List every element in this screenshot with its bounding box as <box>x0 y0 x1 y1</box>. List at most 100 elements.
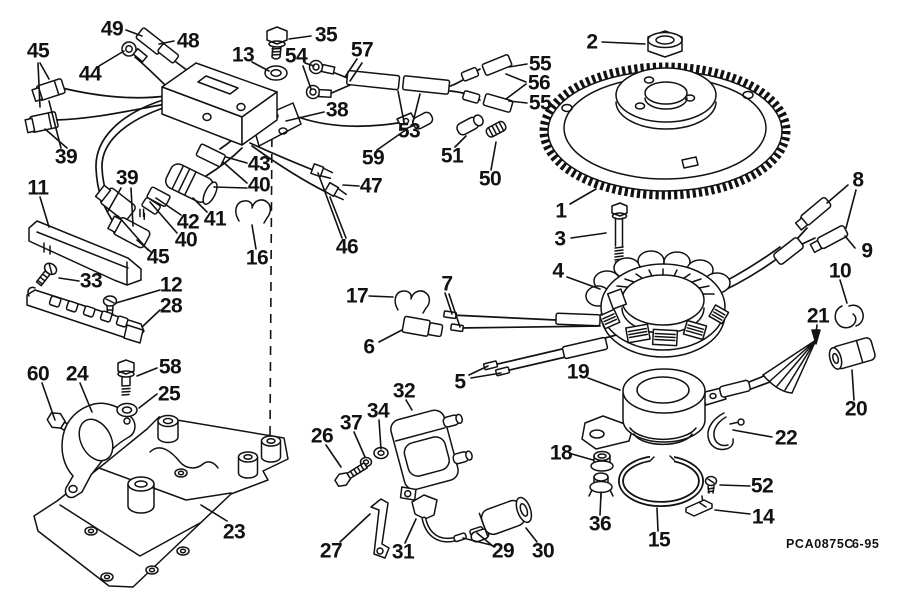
leader-line <box>454 135 467 148</box>
leader-line <box>851 369 855 401</box>
callout-42: 42 <box>177 211 199 234</box>
leader-line <box>349 62 363 82</box>
callout-55: 55 <box>529 92 552 115</box>
watermark-date: 6-95 <box>852 537 879 551</box>
connector-20 <box>828 337 876 370</box>
connector-plug-45b <box>24 111 59 134</box>
leader-line <box>304 62 315 67</box>
bracket-14 <box>685 499 713 517</box>
leader-line <box>714 509 751 515</box>
leader-line <box>470 372 502 379</box>
callout-4: 4 <box>552 260 564 283</box>
leader-line <box>508 63 528 68</box>
callout-11: 11 <box>27 177 49 200</box>
leader-line <box>213 186 248 189</box>
leader-line <box>37 62 41 108</box>
leader-line <box>815 324 818 334</box>
callout-32: 32 <box>393 380 415 403</box>
connector-plug-45a <box>31 78 66 103</box>
flywheel-keyway <box>681 156 699 169</box>
leader-line <box>130 187 134 227</box>
callout-21: 21 <box>807 305 830 328</box>
callout-39: 39 <box>55 146 77 169</box>
stator-bolt-boss <box>606 288 628 310</box>
leader-line <box>571 453 594 461</box>
callout-44: 44 <box>79 63 102 86</box>
flywheel-tab <box>742 90 754 100</box>
screw-33 <box>35 262 58 287</box>
callout-14: 14 <box>752 506 775 529</box>
wire-retainer-clip-10 <box>834 304 864 329</box>
callout-50: 50 <box>479 168 501 191</box>
callout-54: 54 <box>285 45 308 68</box>
callout-9: 9 <box>861 240 872 263</box>
grommet-36 <box>588 472 614 499</box>
leader-line <box>566 276 601 290</box>
callout-30: 30 <box>532 540 554 563</box>
callout-48: 48 <box>177 30 200 53</box>
leader-line <box>476 532 495 548</box>
leader-line <box>368 295 394 298</box>
leader-line <box>462 537 492 546</box>
leader-line <box>138 393 158 409</box>
callout-25: 25 <box>158 383 181 406</box>
leader-line <box>222 161 248 184</box>
retainer-clip-22 <box>707 412 745 451</box>
leader-line <box>325 444 342 468</box>
cover-strip-11 <box>28 220 142 286</box>
callout-49: 49 <box>101 18 123 41</box>
callout-10: 10 <box>829 260 851 283</box>
snap-ring <box>618 452 704 507</box>
rubber-mount-post <box>157 414 179 444</box>
leader-line <box>656 507 659 532</box>
callout-37: 37 <box>340 412 362 435</box>
leader-line <box>288 35 312 40</box>
ignition-coil <box>390 409 473 501</box>
leader-line <box>378 419 382 450</box>
leader-line <box>404 518 417 544</box>
callout-16: 16 <box>246 247 268 270</box>
leader-line <box>376 128 408 151</box>
callout-27: 27 <box>320 540 342 563</box>
leader-line <box>285 111 325 122</box>
leader-line <box>107 187 122 212</box>
leader-line <box>58 277 80 282</box>
sleeve-48 <box>135 27 180 64</box>
grommet-18 <box>590 450 614 472</box>
leader-line <box>378 329 403 343</box>
leader-lines <box>37 29 857 548</box>
callout-17: 17 <box>346 285 368 308</box>
terminal-bracket-28 <box>26 286 145 344</box>
callout-8: 8 <box>852 169 864 192</box>
leader-line <box>79 382 93 413</box>
wire-clip-16 <box>235 199 272 224</box>
wire-terminals-5 <box>482 336 609 377</box>
rubber-mount-post <box>260 435 282 463</box>
bulb-51 <box>456 114 484 136</box>
leader-line <box>44 128 68 149</box>
callout-47: 47 <box>360 175 382 198</box>
alignment-dashed-line <box>269 121 273 437</box>
leader-line <box>192 197 208 213</box>
callout-40: 40 <box>175 229 197 252</box>
callout-59: 59 <box>362 147 384 170</box>
connector-barrel-6 <box>401 315 444 338</box>
callout-55: 55 <box>529 53 552 76</box>
leader-line <box>251 61 270 72</box>
leader-line <box>200 504 228 522</box>
rubber-boot-39a <box>94 184 136 222</box>
callout-15: 15 <box>648 529 671 552</box>
callout-35: 35 <box>315 24 338 47</box>
leader-line <box>587 377 621 391</box>
leader-line <box>344 58 358 78</box>
flywheel-tab <box>561 103 573 113</box>
stator-lead-connectors <box>773 196 849 265</box>
flywheel <box>539 62 791 200</box>
leader-line <box>39 62 50 80</box>
callout-45: 45 <box>147 246 170 269</box>
callout-26: 26 <box>311 425 333 448</box>
callout-57: 57 <box>351 39 373 62</box>
callout-18: 18 <box>550 442 573 465</box>
